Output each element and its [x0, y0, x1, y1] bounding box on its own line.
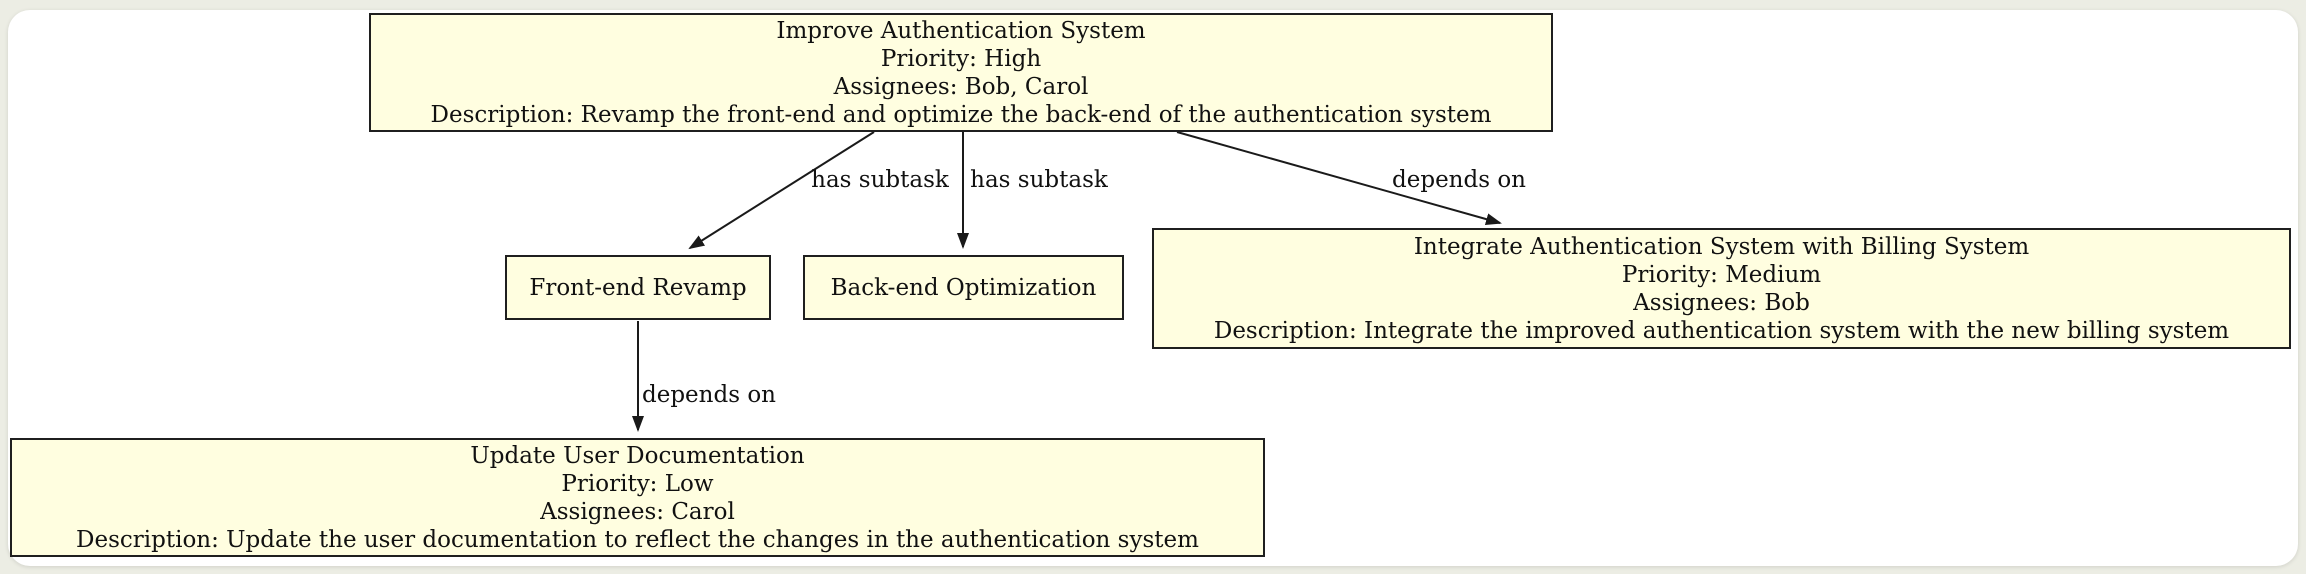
node-title: Back-end Optimization	[830, 274, 1097, 301]
node-priority: Priority: Low	[561, 470, 714, 497]
node-assignees: Assignees: Carol	[540, 498, 735, 525]
node-title: Improve Authentication System	[776, 17, 1146, 44]
edge-label-has-subtask-backend: has subtask	[970, 167, 1108, 193]
node-integrate-billing: Integrate Authentication System with Bil…	[1152, 228, 2291, 349]
node-priority: Priority: High	[880, 45, 1042, 72]
edge-label-has-subtask-frontend: has subtask	[811, 167, 949, 193]
node-description: Description: Update the user documentati…	[76, 526, 1199, 553]
node-assignees: Assignees: Bob, Carol	[833, 73, 1089, 100]
node-priority: Priority: Medium	[1621, 261, 1822, 288]
node-title: Update User Documentation	[470, 442, 805, 469]
node-update-documentation: Update User Documentation Priority: Low …	[10, 438, 1265, 557]
node-description: Description: Revamp the front-end and op…	[430, 101, 1492, 128]
node-backend-optimization: Back-end Optimization	[803, 255, 1124, 320]
edge-label-depends-on-update: depends on	[642, 382, 776, 408]
node-description: Description: Integrate the improved auth…	[1213, 317, 2230, 344]
node-improve-authentication: Improve Authentication System Priority: …	[369, 13, 1553, 132]
node-assignees: Assignees: Bob	[1633, 289, 1810, 316]
edge-label-depends-on-integrate: depends on	[1392, 167, 1526, 193]
node-title: Front-end Revamp	[529, 274, 747, 301]
node-frontend-revamp: Front-end Revamp	[505, 255, 771, 320]
node-title: Integrate Authentication System with Bil…	[1413, 233, 2030, 260]
